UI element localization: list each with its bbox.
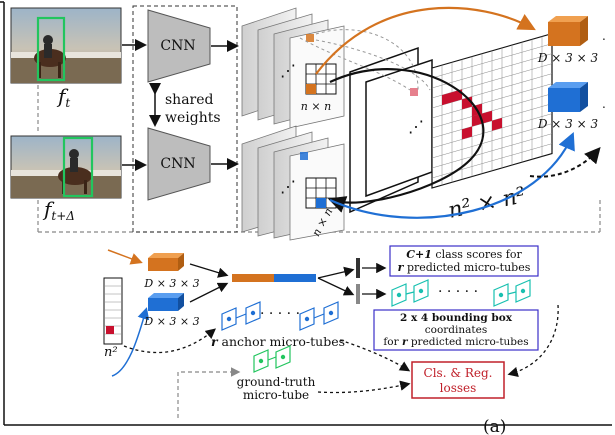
lower-block-orange [148, 253, 184, 271]
svg-text:· · · · ·: · · · · · [260, 306, 300, 322]
person-bbox-bottom [62, 136, 94, 198]
frame-label-bottom: ft+Δ [42, 197, 75, 223]
grid-label-top: n × n [301, 100, 331, 113]
loss-line2: losses [440, 381, 477, 395]
grid-small-bottom [305, 177, 337, 209]
loss-line1: Cls. & Reg. [424, 366, 493, 380]
weights-label: weights [165, 110, 221, 126]
svg-text:⋰: ⋰ [280, 61, 296, 80]
bottom-grid-highlight [316, 198, 326, 208]
figure-caption: (a) [483, 417, 506, 435]
shared-label: shared [165, 92, 214, 108]
cnn-label-top: CNN [160, 38, 195, 54]
frame-label-top: ft [56, 84, 70, 110]
output-block-blue [548, 82, 588, 112]
anchor-microtubes [221, 301, 339, 331]
video-frame-bottom [10, 135, 122, 199]
blue-flow-arrow [329, 131, 575, 219]
class-scores-line2: r predicted micro-tubes [398, 261, 531, 274]
lower-block-blue [148, 293, 184, 311]
lower-label-1: D × 3 × 3 [143, 277, 199, 290]
fc-layer-reg [356, 284, 360, 304]
output-label-top: D × 3 × 3 [537, 51, 599, 65]
concat-feature-bar [232, 274, 316, 282]
loss-box [411, 361, 505, 399]
orange-flow-arrow [315, 6, 536, 75]
person-bbox-top [36, 16, 66, 82]
anchor-label: r anchor micro-tubes [211, 334, 345, 349]
cnn-label-bottom: CNN [160, 156, 195, 172]
fc-layer-cls [356, 258, 360, 278]
predicted-microtubes [391, 279, 531, 307]
bbox-coords-box [373, 309, 539, 351]
svg-text:⋰: ⋰ [408, 117, 424, 136]
lower-label-2: D × 3 × 3 [143, 315, 199, 328]
bbox-line3: for r predicted micro-tubes [383, 336, 528, 348]
bottom-feature-cell [300, 152, 308, 160]
grid-large [431, 32, 553, 189]
cnn-block-top [147, 9, 211, 83]
top-grid-highlight [306, 84, 316, 94]
top-feature-cell [306, 34, 314, 42]
large-feature-map: ⋰ [349, 46, 433, 214]
bbox-line1: 2 x 4 bounding box [400, 312, 513, 324]
shared-cnn-box [132, 5, 238, 233]
output-label-bottom: D × 3 × 3 [537, 117, 599, 131]
cnn-block-bottom [147, 127, 211, 201]
output-block-orange [548, 16, 588, 46]
svg-text:.: . [602, 29, 606, 43]
partial-grid [103, 277, 123, 345]
gt-label-line2: micro-tube [243, 388, 309, 402]
ground-truth-microtube [253, 345, 291, 373]
grid-connector-arc [327, 68, 485, 213]
gt-label-line1: ground-truth [237, 375, 316, 389]
partial-grid-label: n² [104, 345, 118, 360]
svg-text:.: . [602, 97, 606, 111]
svg-text:⋰: ⋰ [280, 177, 296, 196]
grid-small-top [305, 63, 337, 95]
class-scores-line1: C+1 class scores for [406, 248, 522, 261]
svg-text:· · · · ·: · · · · · [438, 284, 478, 300]
class-scores-box [389, 245, 539, 277]
bbox-line2: coordinates [425, 324, 487, 336]
grid-label-large: n² × n² [446, 183, 528, 224]
video-frame-top [10, 7, 122, 84]
